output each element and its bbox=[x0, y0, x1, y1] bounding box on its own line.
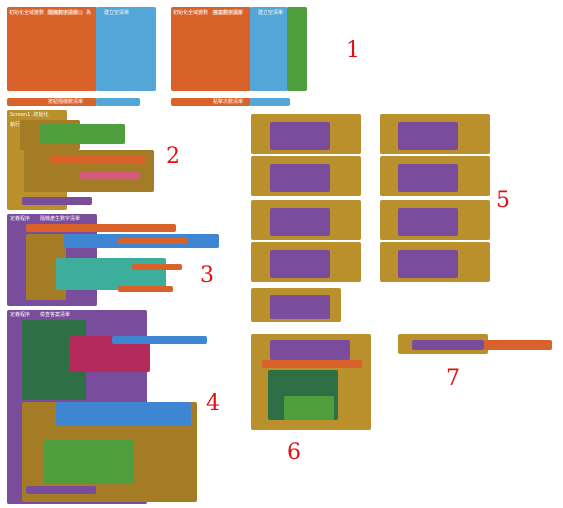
proc-name-4: 檢查答案清單 bbox=[40, 312, 71, 318]
create-empty-list-b[interactable] bbox=[250, 98, 290, 106]
init-global-a-text: 按鈕隨機數清單 bbox=[48, 99, 84, 105]
var-name-field-right[interactable] bbox=[212, 10, 242, 15]
create-empty-list-label-right: 建立空清單 bbox=[258, 10, 284, 16]
init-global-block-b[interactable] bbox=[171, 98, 251, 106]
var-name-field-left[interactable] bbox=[47, 10, 83, 15]
call-block-5d[interactable] bbox=[270, 250, 330, 278]
call-block-5i[interactable] bbox=[398, 250, 458, 278]
init-global-block-left[interactable] bbox=[7, 7, 97, 91]
section-number-2: 2 bbox=[166, 144, 180, 169]
init-global-block-right[interactable] bbox=[171, 7, 251, 91]
init-global-b-text: 點擊次數清單 bbox=[213, 99, 244, 105]
define-proc-label-4: 定義程序 bbox=[10, 312, 31, 318]
set-global-6[interactable] bbox=[262, 360, 362, 368]
proc-name-3: 隨機產生數字清單 bbox=[40, 216, 81, 222]
screen-init-event-label: Screen1 .初始化 bbox=[10, 112, 49, 118]
section-number-6: 6 bbox=[287, 440, 301, 465]
create-empty-list-right[interactable] bbox=[250, 7, 288, 91]
var-name-right: 答案數字清單 bbox=[213, 10, 244, 16]
section-number-1: 1 bbox=[346, 38, 360, 63]
math-block[interactable] bbox=[80, 172, 140, 180]
as-label-left: 為 bbox=[86, 10, 92, 16]
inner-block-6[interactable] bbox=[284, 396, 334, 420]
create-empty-list-a[interactable] bbox=[96, 98, 140, 106]
create-empty-list-left[interactable] bbox=[96, 7, 136, 91]
call-block-5c[interactable] bbox=[270, 208, 330, 236]
list-items-column-right bbox=[287, 7, 307, 91]
init-global-label-right: 初始化全域變數 bbox=[173, 10, 209, 16]
create-empty-list-label-left: 建立空清單 bbox=[104, 10, 130, 16]
call-block-5f[interactable] bbox=[398, 122, 458, 150]
list-op-4b[interactable] bbox=[56, 402, 191, 426]
init-global-block-a[interactable] bbox=[7, 98, 97, 106]
set-global-3[interactable] bbox=[26, 224, 176, 232]
get-global-3a[interactable] bbox=[118, 238, 188, 244]
list-add-block[interactable] bbox=[40, 124, 125, 144]
call-proc-4[interactable] bbox=[26, 486, 96, 494]
var-name-left: 隨機數字清單 bbox=[48, 10, 79, 16]
get-global-3b[interactable] bbox=[132, 264, 182, 270]
call-block-6[interactable] bbox=[270, 340, 350, 360]
get-global-7[interactable] bbox=[484, 340, 552, 350]
do-label-2: 執行 bbox=[10, 122, 21, 128]
list-op-4a[interactable] bbox=[112, 336, 207, 344]
section-number-7: 7 bbox=[446, 366, 460, 391]
section-number-4: 4 bbox=[206, 391, 220, 416]
get-global-3c[interactable] bbox=[118, 286, 173, 292]
call-block-5g[interactable] bbox=[398, 164, 458, 192]
call-proc-block-2[interactable] bbox=[22, 197, 92, 205]
call-block-7[interactable] bbox=[412, 340, 484, 350]
set-global-block[interactable] bbox=[50, 155, 145, 163]
call-block-5b[interactable] bbox=[270, 164, 330, 192]
init-global-label-left: 初始化全域變數 bbox=[9, 10, 45, 16]
list-items-column-left bbox=[134, 7, 156, 91]
section-number-5: 5 bbox=[496, 188, 510, 213]
define-proc-label-3: 定義程序 bbox=[10, 216, 31, 222]
logic-block-3[interactable] bbox=[56, 258, 166, 290]
call-block-5a[interactable] bbox=[270, 122, 330, 150]
inner-loop-4[interactable] bbox=[44, 440, 134, 484]
call-block-5h[interactable] bbox=[398, 208, 458, 236]
call-block-5e[interactable] bbox=[270, 295, 330, 319]
section-number-3: 3 bbox=[200, 263, 214, 288]
